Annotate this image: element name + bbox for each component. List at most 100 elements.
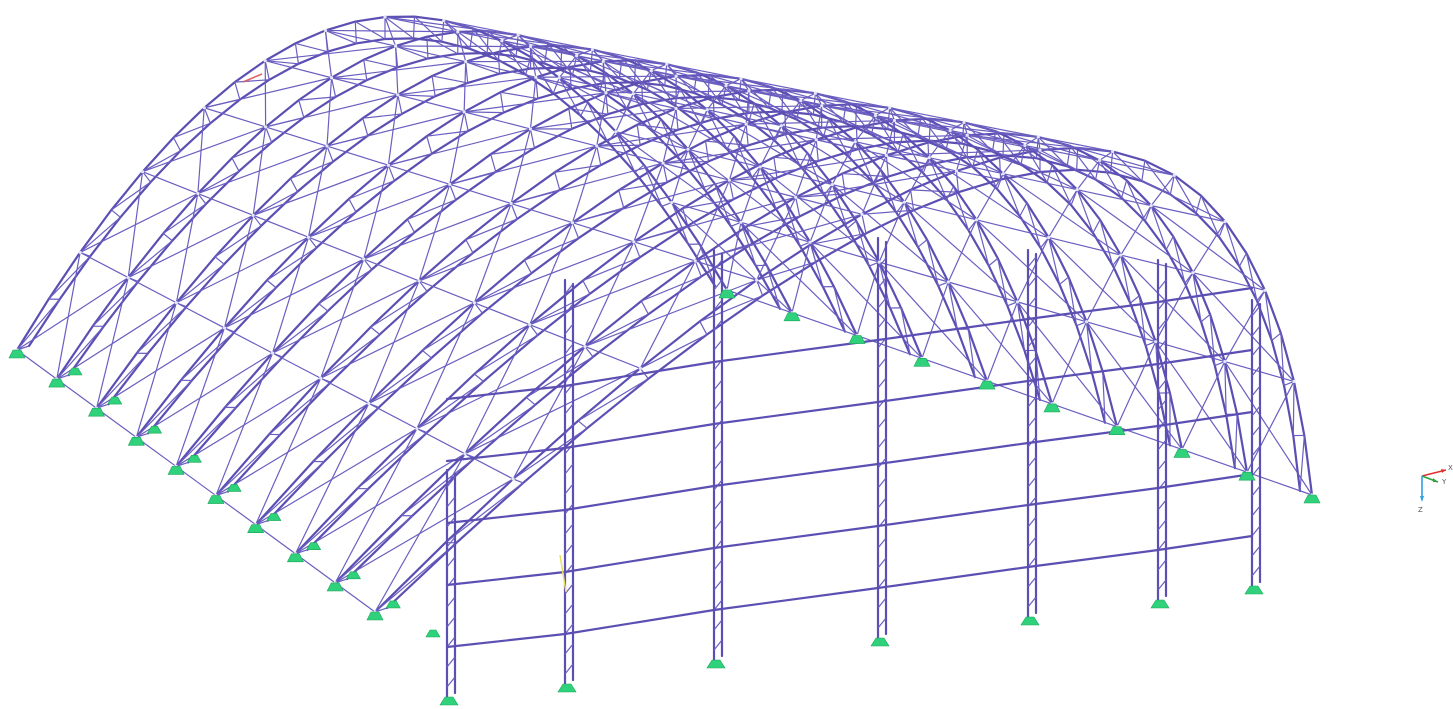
roof-diagonal	[854, 115, 876, 143]
support-icon	[167, 466, 185, 475]
arch-web-vertical	[1200, 313, 1211, 323]
node	[472, 301, 477, 305]
column-lacing	[564, 283, 574, 295]
coordinate-axis-triad: X Y Z	[1412, 462, 1453, 522]
arch-web-vertical	[265, 126, 273, 143]
arch-web-brace	[833, 286, 846, 332]
arch-web-brace	[48, 255, 91, 300]
support-icon	[1150, 599, 1170, 609]
purlin	[465, 61, 536, 78]
arch-web-vertical	[374, 607, 388, 613]
support-icon	[439, 696, 459, 706]
roof-diagonal	[272, 280, 420, 354]
roof-diagonal	[308, 183, 450, 238]
wall-girt	[445, 286, 1254, 401]
node	[323, 28, 328, 33]
column-lacing	[1251, 485, 1261, 497]
column-lacing	[1027, 456, 1037, 468]
arch-web-brace	[530, 56, 554, 94]
roof-diagonal	[921, 281, 949, 359]
roof-diagonal	[449, 145, 597, 185]
roof-diagonal	[517, 34, 652, 72]
purlin	[745, 123, 817, 141]
node	[202, 106, 206, 110]
arch-web-vertical	[354, 21, 357, 44]
arch-web-vertical	[1059, 276, 1069, 285]
purlin	[501, 40, 577, 57]
roof-diagonal	[878, 261, 988, 382]
arch-web-brace	[604, 72, 628, 110]
node	[140, 170, 145, 174]
arch-web-brace	[756, 261, 816, 281]
purlin	[518, 34, 593, 51]
arch-web-brace	[1026, 202, 1042, 249]
arch-web-vertical	[363, 258, 373, 270]
purlin	[397, 94, 465, 113]
column-lacing	[877, 537, 887, 549]
arch-web-vertical	[1129, 295, 1140, 304]
roof-diagonal	[809, 184, 833, 243]
arch-web-vertical	[799, 152, 808, 167]
column-lacing	[713, 259, 723, 271]
arch-web-vertical	[1066, 145, 1071, 167]
roof-diagonal	[947, 219, 978, 283]
column-lacing	[713, 279, 723, 291]
column-lacing	[446, 676, 456, 688]
roof-diagonal	[388, 128, 531, 166]
node	[670, 200, 674, 205]
arch-web-brace	[1224, 361, 1227, 415]
support-icon	[913, 358, 931, 367]
column-lacing	[877, 397, 887, 409]
arch-web-vertical	[412, 16, 416, 39]
arch-web-brace	[666, 63, 695, 94]
arch-web-brace	[252, 191, 298, 216]
purlin	[1192, 272, 1266, 291]
roof-diagonal	[662, 139, 817, 164]
arch-web-brace	[529, 293, 591, 326]
column-lacing	[446, 616, 456, 628]
column-lacing	[564, 323, 574, 335]
arch-web-vertical	[633, 241, 641, 258]
purlin	[331, 77, 398, 96]
support-icon	[1244, 585, 1264, 595]
arch-web-vertical	[745, 124, 749, 146]
roof-diagonal	[1224, 290, 1266, 362]
roof-diagonal	[176, 236, 309, 304]
node	[222, 326, 227, 330]
column-lacing	[1157, 519, 1167, 531]
roof-diagonal	[633, 196, 796, 243]
arch-web-vertical	[289, 178, 298, 192]
node	[78, 250, 82, 255]
roof-diagonal	[397, 76, 536, 96]
node	[393, 44, 398, 48]
support-icon	[345, 571, 361, 580]
node	[693, 259, 697, 263]
arch-web-brace	[96, 352, 149, 409]
arch-web-vertical	[641, 82, 644, 104]
column-lacing	[1027, 536, 1037, 548]
purlin	[572, 222, 635, 243]
roof-diagonal	[726, 222, 742, 291]
arch-web-brace	[956, 170, 1001, 181]
arch-web-brace	[949, 130, 974, 168]
node	[808, 240, 812, 244]
purlin	[879, 261, 949, 283]
arch-web-vertical	[589, 49, 594, 71]
roof-diagonal	[1192, 272, 1295, 382]
arch-web-brace	[1234, 414, 1238, 469]
roof-diagonal	[759, 125, 782, 168]
arch-web-vertical	[646, 70, 652, 90]
support-icon	[1108, 426, 1126, 435]
node	[1223, 220, 1227, 224]
arch-web-brace	[558, 77, 582, 117]
arch-web-vertical	[197, 193, 207, 205]
column-lacing	[877, 257, 887, 269]
purlin	[633, 93, 708, 111]
arch-web-vertical	[431, 75, 436, 97]
purlin	[889, 107, 965, 123]
purlin	[929, 157, 1004, 175]
purlin	[596, 145, 664, 164]
roof-diagonal	[443, 19, 577, 57]
